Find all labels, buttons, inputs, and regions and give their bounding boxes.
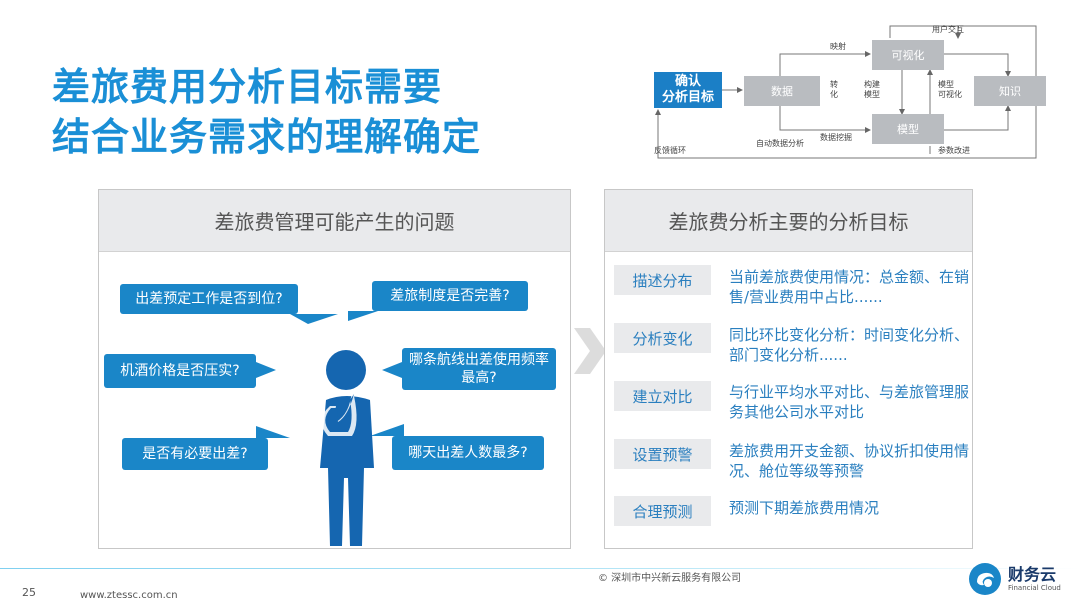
bubble-tail [290,314,338,324]
footer-url-link[interactable]: www.ztessc.com.cn [80,590,178,601]
flow-label-data-mining: 数据挖掘 [820,133,852,142]
page-title: 差旅费用分析目标需要 结合业务需求的理解确定 [52,62,481,162]
page-number: 25 [22,586,36,599]
question-bubble-booking: 出差预定工作是否到位? [120,284,298,314]
logo-en-text: Financial Cloud [1008,583,1061,592]
title-line-1: 差旅费用分析目标需要 [52,65,443,109]
flow-label-build-model: 构建 模型 [864,80,880,99]
goals-panel: 差旅费分析主要的分析目标 [604,189,973,549]
goal-desc-compare: 与行业平均水平对比、与差旅管理服务其他公司水平对比 [729,383,970,421]
question-bubble-price: 机酒价格是否压实? [104,354,256,388]
goal-tag-forecast: 合理预测 [614,496,711,526]
thinking-person-icon [320,350,374,546]
flow-label-mapping: 映射 [830,42,846,51]
bubble-tail [256,426,290,438]
question-bubble-route: 哪条航线出差使用频率最高? [402,348,556,390]
flow-node-confirm-line1: 确认 [674,74,701,89]
goal-desc-alert: 差旅费用开支金额、协议折扣使用情况、舱位等级等预警 [729,442,970,480]
flow-connectors [655,25,1037,159]
flow-node-model: 模型 [872,114,944,144]
goal-tag-alert: 设置预警 [614,439,711,469]
flow-label-transform: 转 化 [830,80,838,99]
chevron-right-icon [574,328,606,374]
goal-desc-describe: 当前差旅费使用情况：总金额、在销售/营业费用中占比...... [729,268,970,306]
flow-label-feedback-loop: 反馈循环 [654,146,686,155]
title-line-2: 结合业务需求的理解确定 [52,115,482,159]
flow-node-data: 数据 [744,76,820,106]
question-bubble-peak-day: 哪天出差人数最多? [392,436,544,470]
flow-label-model-visualize: 模型 可视化 [938,80,962,99]
flow-node-confirm-line2: 分析目标 [661,90,714,105]
question-bubble-necessity: 是否有必要出差? [122,438,268,470]
footer-divider [0,568,1080,569]
bubble-tail [256,362,276,378]
bubble-tail [348,311,378,321]
goal-tag-describe: 描述分布 [614,265,711,295]
flow-label-param-improve: 参数改进 [938,146,970,155]
flow-node-visualize: 可视化 [872,40,944,70]
flow-node-confirm-goal: 确认 分析目标 [654,72,722,108]
goals-panel-header: 差旅费分析主要的分析目标 [605,190,972,252]
logo-cn-text: 财务云 [1008,564,1057,584]
flow-node-knowledge: 知识 [974,76,1046,106]
goal-tag-compare: 建立对比 [614,381,711,411]
bubble-tail [382,362,402,378]
flow-label-auto-analysis: 自动数据分析 [756,139,804,148]
analysis-flow-diagram: 确认 分析目标 数据 可视化 模型 知识 用户交互 映射 转 化 构建 模型 模… [640,18,1060,168]
cloud-logo-icon [969,563,1001,595]
question-bubble-policy: 差旅制度是否完善? [372,281,528,311]
company-logo: 财务云 Financial Cloud [968,562,1061,596]
goal-tag-change: 分析变化 [614,323,711,353]
bubble-tail [370,424,404,436]
goal-desc-forecast: 预测下期差旅费用情况 [729,499,880,517]
flow-label-user-interaction: 用户交互 [932,25,964,34]
footer-copyright: © 深圳市中兴新云服务有限公司 [598,573,742,584]
goal-desc-change: 同比环比变化分析：时间变化分析、部门变化分析...... [729,326,970,364]
problems-panel-header: 差旅费管理可能产生的问题 [99,190,570,252]
